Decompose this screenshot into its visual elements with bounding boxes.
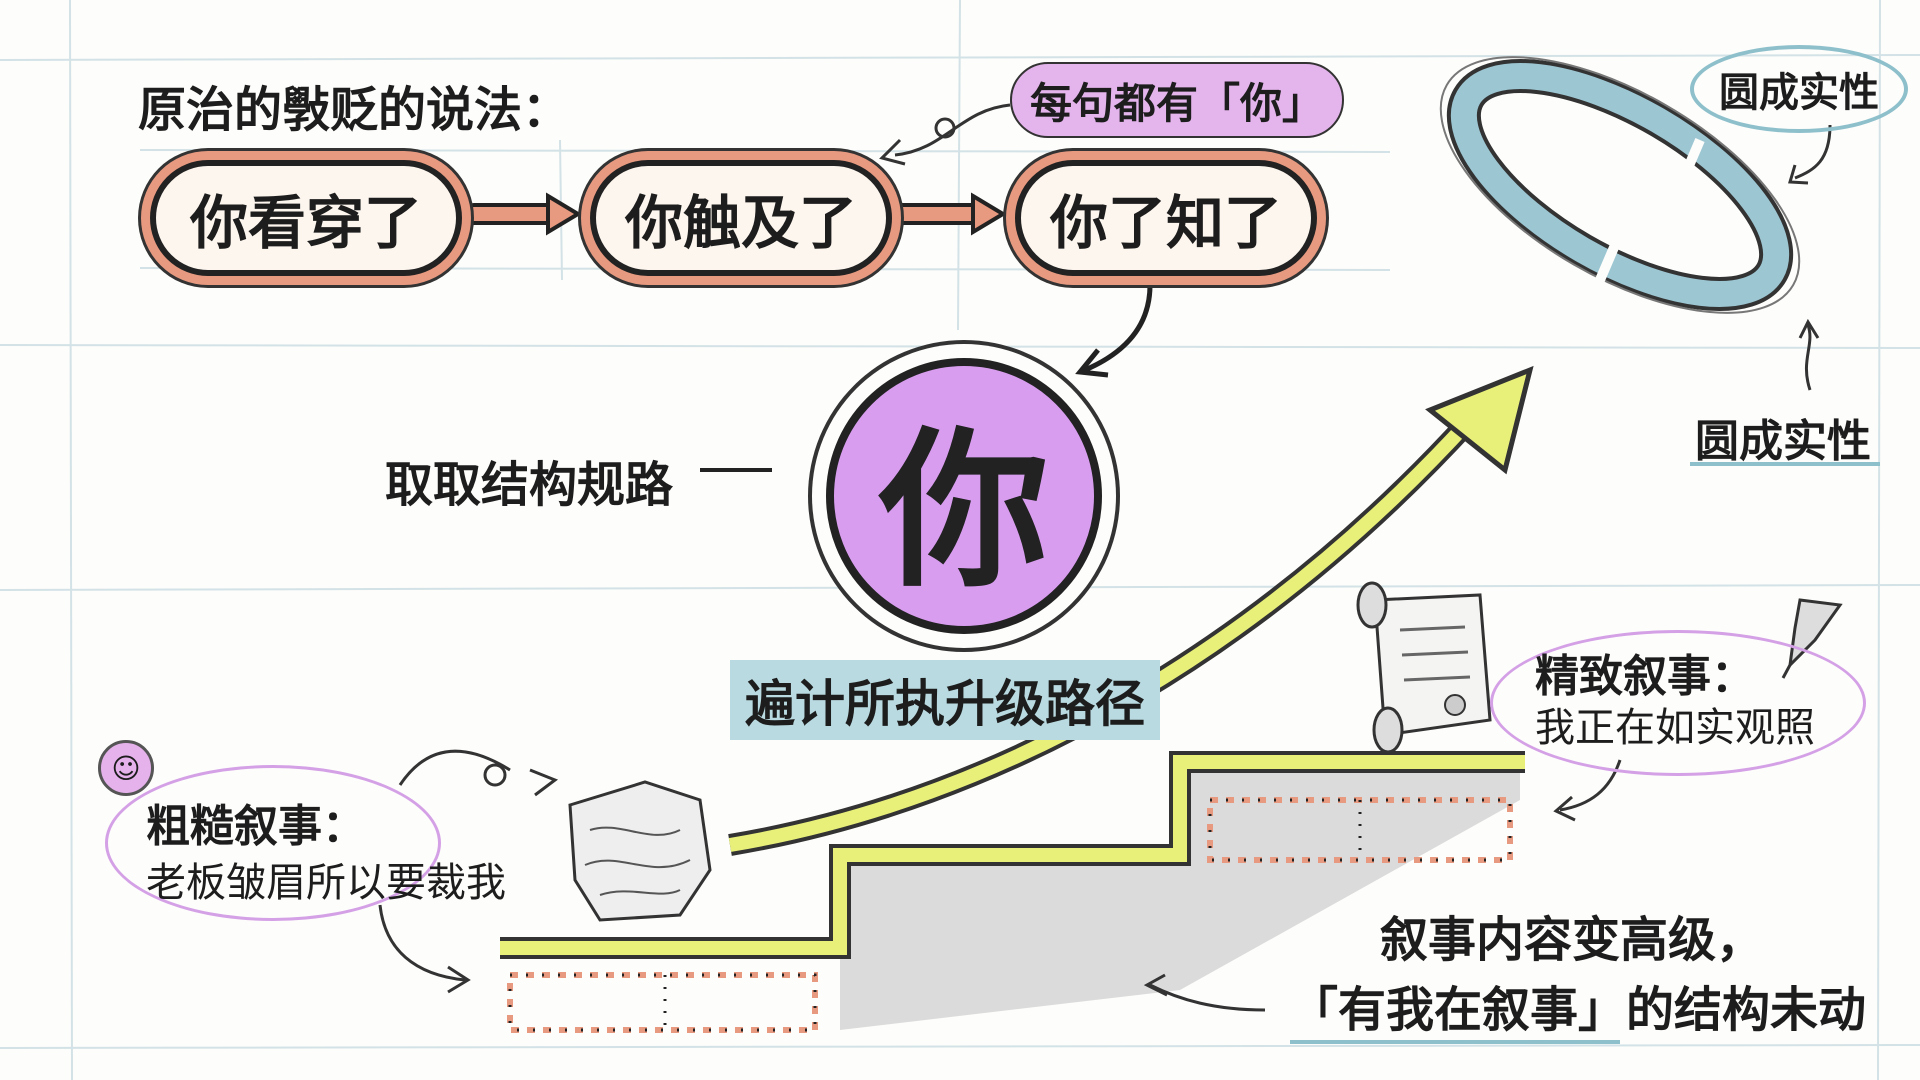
conclusion-underline xyxy=(1290,1040,1620,1044)
flow-step-3: 你了知了 xyxy=(1015,160,1317,276)
ring-bottom-underline xyxy=(1690,462,1880,466)
upgrade-path-label: 遍计所执升级路径 xyxy=(730,660,1160,740)
center-you-circle: 你 xyxy=(826,358,1102,634)
stairs-icon xyxy=(500,751,1525,1033)
page-title: 原治的斅贬的说法： xyxy=(138,82,571,138)
smiley-icon: ☺ xyxy=(98,740,154,796)
rough-narrative-text: 老板皱眉所以要裁我 xyxy=(146,860,506,906)
refined-narrative-title: 精致叙事： xyxy=(1535,651,1755,702)
crumpled-paper-icon xyxy=(568,780,712,922)
refined-narrative-text: 我正在如实观照 xyxy=(1535,705,1815,751)
conclusion-text: 叙事内容变高级， 「有我在叙事」的结构未动 xyxy=(1290,905,1866,1045)
tag-every-sentence: 每句都有「你」 xyxy=(1010,62,1344,138)
conclusion-line-2: 「有我在叙事」的结构未动 xyxy=(1290,982,1867,1038)
rough-narrative-title: 粗糙叙事： xyxy=(146,801,366,852)
ring-icon xyxy=(1439,56,1801,314)
flow-step-1: 你看穿了 xyxy=(150,160,462,276)
ring-top-label: 圆成实性 xyxy=(1690,45,1908,133)
rough-narrative-bubble xyxy=(105,765,441,921)
refined-narrative-bubble xyxy=(1490,630,1866,776)
conclusion-line-1: 叙事内容变高级， xyxy=(1380,912,1765,968)
ring-bottom-label: 圆成实性 xyxy=(1695,416,1871,467)
label-dash xyxy=(700,468,772,472)
scroll-icon xyxy=(1356,581,1492,754)
flow-step-2: 你触及了 xyxy=(590,160,892,276)
structure-label: 取取结构规路 xyxy=(385,457,674,513)
